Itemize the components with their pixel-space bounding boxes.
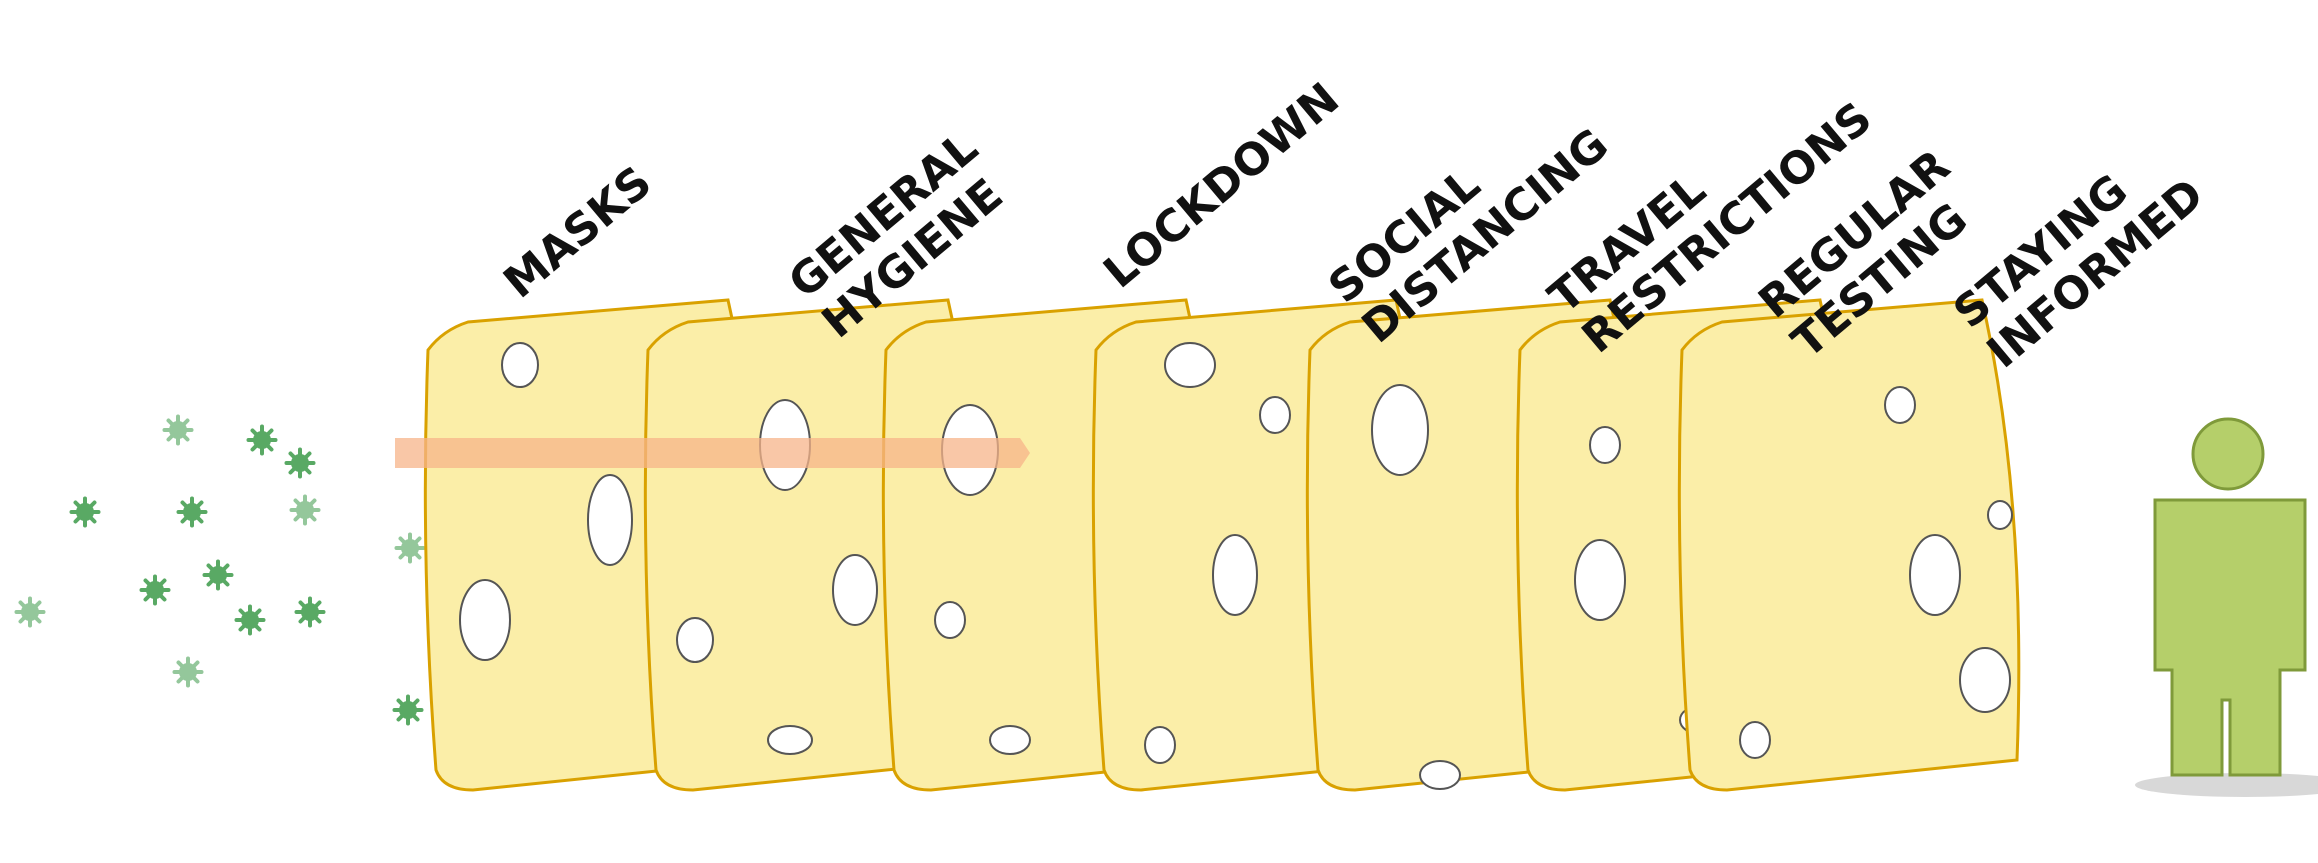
layer-label: LOCKDOWN	[1094, 73, 1349, 298]
shadow	[2135, 773, 2318, 797]
layer-label-line: LOCKDOWN	[1094, 73, 1349, 298]
cheese-hole	[1910, 535, 1960, 615]
virus-icon	[165, 417, 192, 444]
cheese-hole	[1960, 648, 2010, 712]
cheese-hole	[833, 555, 877, 625]
cheese-hole	[1988, 501, 2012, 529]
body-icon	[2155, 500, 2305, 775]
virus-icon	[292, 497, 319, 524]
virus-icon	[297, 599, 324, 626]
virus-icon	[72, 499, 99, 526]
virus-icon	[237, 607, 264, 634]
virus-icon	[17, 599, 44, 626]
cheese-hole	[502, 343, 538, 387]
cheese-hole	[1575, 540, 1625, 620]
cheese-hole	[460, 580, 510, 660]
virus-icon	[175, 659, 202, 686]
virus-icon	[395, 697, 422, 724]
cheese-hole	[1420, 761, 1460, 789]
cheese-hole	[1145, 727, 1175, 763]
cheese-hole	[990, 726, 1030, 754]
infection-path-arrow	[395, 438, 1030, 468]
cheese-hole	[935, 602, 965, 638]
person-figure	[2135, 419, 2318, 797]
layer-label: STAYINGINFORMED	[1944, 129, 2213, 378]
cheese-hole	[1740, 722, 1770, 758]
cheese-hole	[677, 618, 713, 662]
virus-icon	[142, 577, 169, 604]
virus-icon	[179, 499, 206, 526]
virus-icon	[249, 427, 276, 454]
virus-icon	[397, 535, 424, 562]
cheese-slices	[395, 300, 2019, 790]
virus-icon	[205, 562, 232, 589]
virus-icon	[287, 450, 314, 477]
cheese-hole	[1372, 385, 1428, 475]
cheese-hole	[1885, 387, 1915, 423]
cheese-hole	[1213, 535, 1257, 615]
layer-label: MASKS	[494, 157, 661, 309]
cheese-hole	[1165, 343, 1215, 387]
cheese-hole	[1590, 427, 1620, 463]
cheese-slice	[1679, 300, 2018, 790]
cheese-hole	[768, 726, 812, 754]
cheese-hole	[588, 475, 632, 565]
head-icon	[2193, 419, 2263, 489]
layer-label-line: MASKS	[494, 157, 661, 309]
cheese-hole	[1260, 397, 1290, 433]
